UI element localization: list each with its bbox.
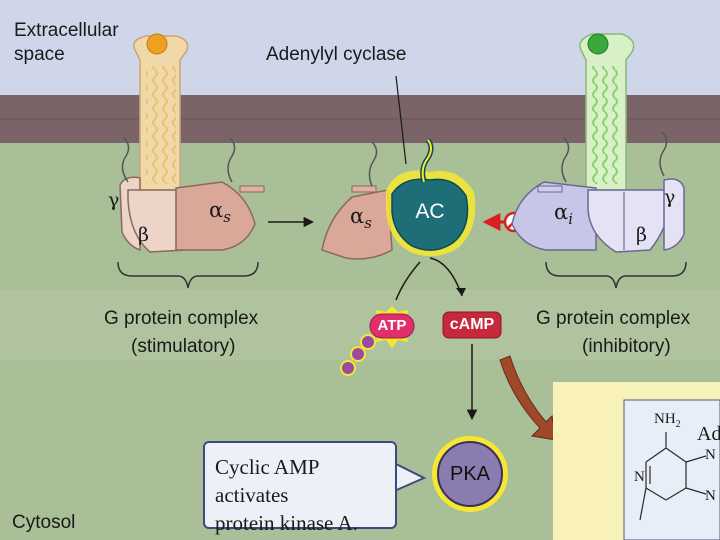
inhibitory-bracket (545, 261, 687, 289)
stim-alpha-symbol: α (209, 198, 224, 222)
phosphate-2 (350, 346, 366, 362)
stim-alpha-subscript: s (223, 208, 231, 227)
active-alpha-subscript: s (364, 214, 372, 233)
inhibitory-receptor (579, 33, 635, 191)
adenine-name-fragment: Ad (697, 423, 720, 445)
cytosol-label: Cytosol (12, 512, 76, 533)
stimulatory-receptor (133, 33, 189, 191)
inhib-beta-label: β (636, 224, 647, 246)
adenine-n-label-2: N (634, 469, 645, 485)
adenylyl-cyclase-enzyme (386, 138, 476, 257)
adenine-n-label-3: N (705, 488, 716, 504)
adenine-structure (639, 432, 707, 521)
nh2-subscript: 2 (675, 419, 681, 430)
active-alpha-s (321, 141, 393, 260)
inhib-alpha-label: αi (554, 200, 573, 228)
extracellular-label: Extracellular (14, 20, 119, 41)
stimulatory-bracket (117, 261, 259, 289)
callout-line-1: Cyclic AMP activates (215, 455, 319, 507)
pka-enzyme (437, 441, 503, 507)
stim-alpha-label: αs (209, 198, 231, 226)
inhib-complex-subtitle: (inhibitory) (582, 336, 671, 357)
inhib-alpha-subscript: i (568, 210, 573, 229)
adenylyl-cyclase-label: Adenylyl cyclase (266, 44, 407, 65)
camp-badge (442, 311, 502, 339)
structure-inset (623, 399, 720, 540)
atp-badge (369, 313, 415, 339)
stimulatory-ligand (146, 33, 168, 55)
inhib-alpha-symbol: α (554, 200, 569, 224)
stim-complex-subtitle: (stimulatory) (131, 336, 236, 357)
callout-line-2: protein kinase A. (215, 511, 358, 535)
nh2-text: NH (654, 411, 676, 427)
stim-beta-label: β (138, 224, 149, 246)
stim-complex-title: G protein complex (104, 308, 259, 329)
callout-text: Cyclic AMP activates protein kinase A. (215, 453, 395, 537)
pka-callout: Cyclic AMP activates protein kinase A. (203, 441, 397, 535)
atp-label: ATP (377, 317, 407, 334)
nh2-label: NH2 (654, 411, 681, 430)
adenine-n-label-1: N (705, 447, 716, 463)
space-label: space (14, 44, 65, 65)
ac-label: AC (415, 200, 445, 223)
active-alpha-label: αs (350, 204, 372, 232)
adenylyl-cyclase-pointer (395, 75, 407, 165)
stim-gamma-label: γ (108, 189, 120, 211)
inhib-complex-title: G protein complex (536, 308, 691, 329)
inhibitory-g-protein (511, 131, 685, 253)
stimulatory-g-protein (119, 137, 265, 253)
pka-label: PKA (449, 463, 491, 485)
inhib-gamma-label: γ (664, 186, 676, 208)
phosphate-3 (340, 360, 356, 376)
camp-label: cAMP (449, 316, 495, 333)
conversion-arrowhead (456, 288, 466, 296)
inhibitory-ligand (587, 33, 609, 55)
phosphate-1 (360, 334, 376, 350)
active-alpha-symbol: α (350, 204, 365, 228)
